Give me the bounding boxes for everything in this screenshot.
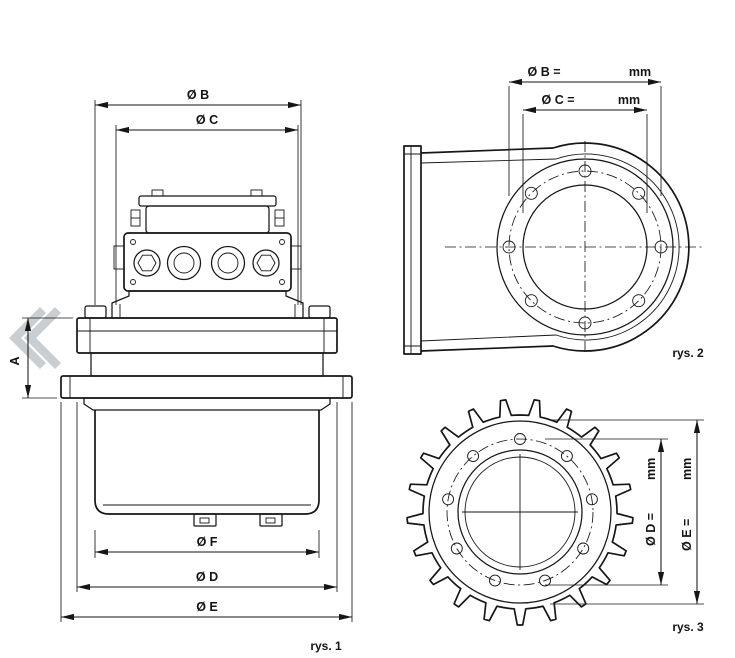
dimension-ob-fig2: Ø B = mm (508, 65, 662, 196)
dim-unit-oc-mm: mm (618, 93, 640, 107)
dim-label-od: Ø D (196, 570, 218, 584)
dim-label-oc: Ø C (196, 113, 218, 127)
dimension-od-fig1: Ø D (76, 402, 338, 592)
dim-label-oc-eq: Ø C = (542, 93, 575, 107)
dimension-oc-fig2: Ø C = mm (522, 93, 648, 213)
dimension-ob-fig1: Ø B (94, 88, 302, 305)
port-right (210, 245, 246, 281)
port-block (113, 232, 302, 292)
dim-label-od-eq: Ø D = (644, 513, 658, 546)
figure-2-caption: rys. 2 (672, 346, 704, 360)
dim-unit-ob-mm: mm (629, 65, 651, 79)
dim-unit-od-mm: mm (644, 458, 658, 480)
housing-outline (403, 142, 690, 355)
hex-plug-left (133, 249, 161, 277)
dim-label-oe-eq: Ø E = (680, 519, 694, 551)
dim-label-a: A (8, 356, 22, 365)
dim-label-ob: Ø B (187, 88, 209, 102)
housing-barrel (83, 397, 331, 527)
dimension-oc-fig1: Ø C (115, 113, 299, 305)
figure-3-caption: rys. 3 (672, 620, 704, 634)
dimension-a-fig1: A (8, 317, 73, 399)
dim-label-ob-eq: Ø B = (528, 65, 561, 79)
dim-unit-oe-mm: mm (680, 458, 694, 480)
dimension-od-fig3: Ø D = mm (545, 438, 668, 586)
dim-label-oe: Ø E (196, 600, 218, 614)
sprocket-body (406, 399, 634, 626)
port-left (166, 245, 202, 281)
figure-3-sprocket-view: Ø D = mm Ø E = mm rys. 3 (406, 399, 704, 634)
dimension-oe-fig3: Ø E = mm (550, 419, 704, 605)
figure-2-housing-side-view: Ø B = mm Ø C = mm (403, 65, 704, 360)
sprocket-teeth-outline (406, 399, 634, 626)
valve-cover (130, 189, 285, 234)
figure-1-motor-front-view: Ø B Ø C (8, 88, 353, 653)
dim-label-of: Ø F (197, 535, 218, 549)
motor-shoulder (111, 290, 304, 319)
housing-bolt-circle (445, 141, 703, 353)
dimension-of-fig1: Ø F (94, 530, 320, 558)
hex-plug-right (252, 249, 280, 277)
mounting-flange (60, 305, 353, 399)
figure-1-caption: rys. 1 (310, 639, 342, 653)
dimension-oe-fig1: Ø E (60, 402, 353, 622)
